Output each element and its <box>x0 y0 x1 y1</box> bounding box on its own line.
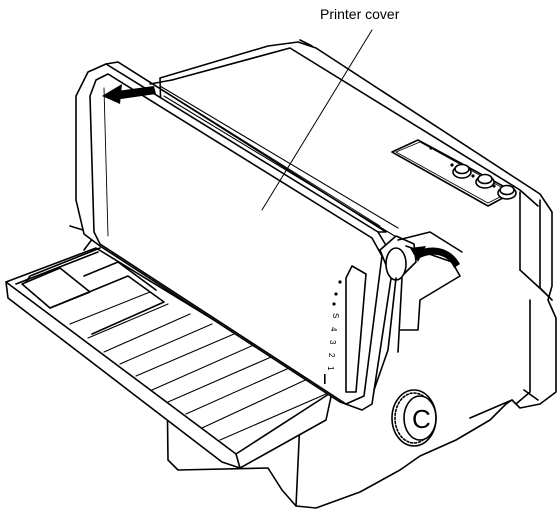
callout-leader-line <box>261 29 373 211</box>
scale-mark: 3 <box>328 340 337 345</box>
printer-cover <box>75 61 399 411</box>
scale-mark: 4 <box>329 327 338 332</box>
paper-thickness-scale: S 4 3 2 1 <box>324 280 342 384</box>
open-arrow-left <box>102 84 156 104</box>
paper-tray <box>5 247 333 469</box>
scale-mark: 2 <box>327 353 336 358</box>
panel-button-3 <box>497 184 517 200</box>
panel-button-1 <box>452 163 472 179</box>
panel-button-2 <box>475 173 495 189</box>
scale-mark: 1 <box>326 366 335 371</box>
printer-cover-label: Printer cover <box>320 6 400 22</box>
knob-letter: C <box>412 404 431 434</box>
open-arrow-right <box>410 246 460 268</box>
tray-ribs <box>69 291 327 441</box>
control-panel <box>391 139 517 207</box>
platen-knob: C <box>391 389 437 447</box>
cover-hinge <box>373 231 463 391</box>
scale-mark: S <box>331 313 340 318</box>
